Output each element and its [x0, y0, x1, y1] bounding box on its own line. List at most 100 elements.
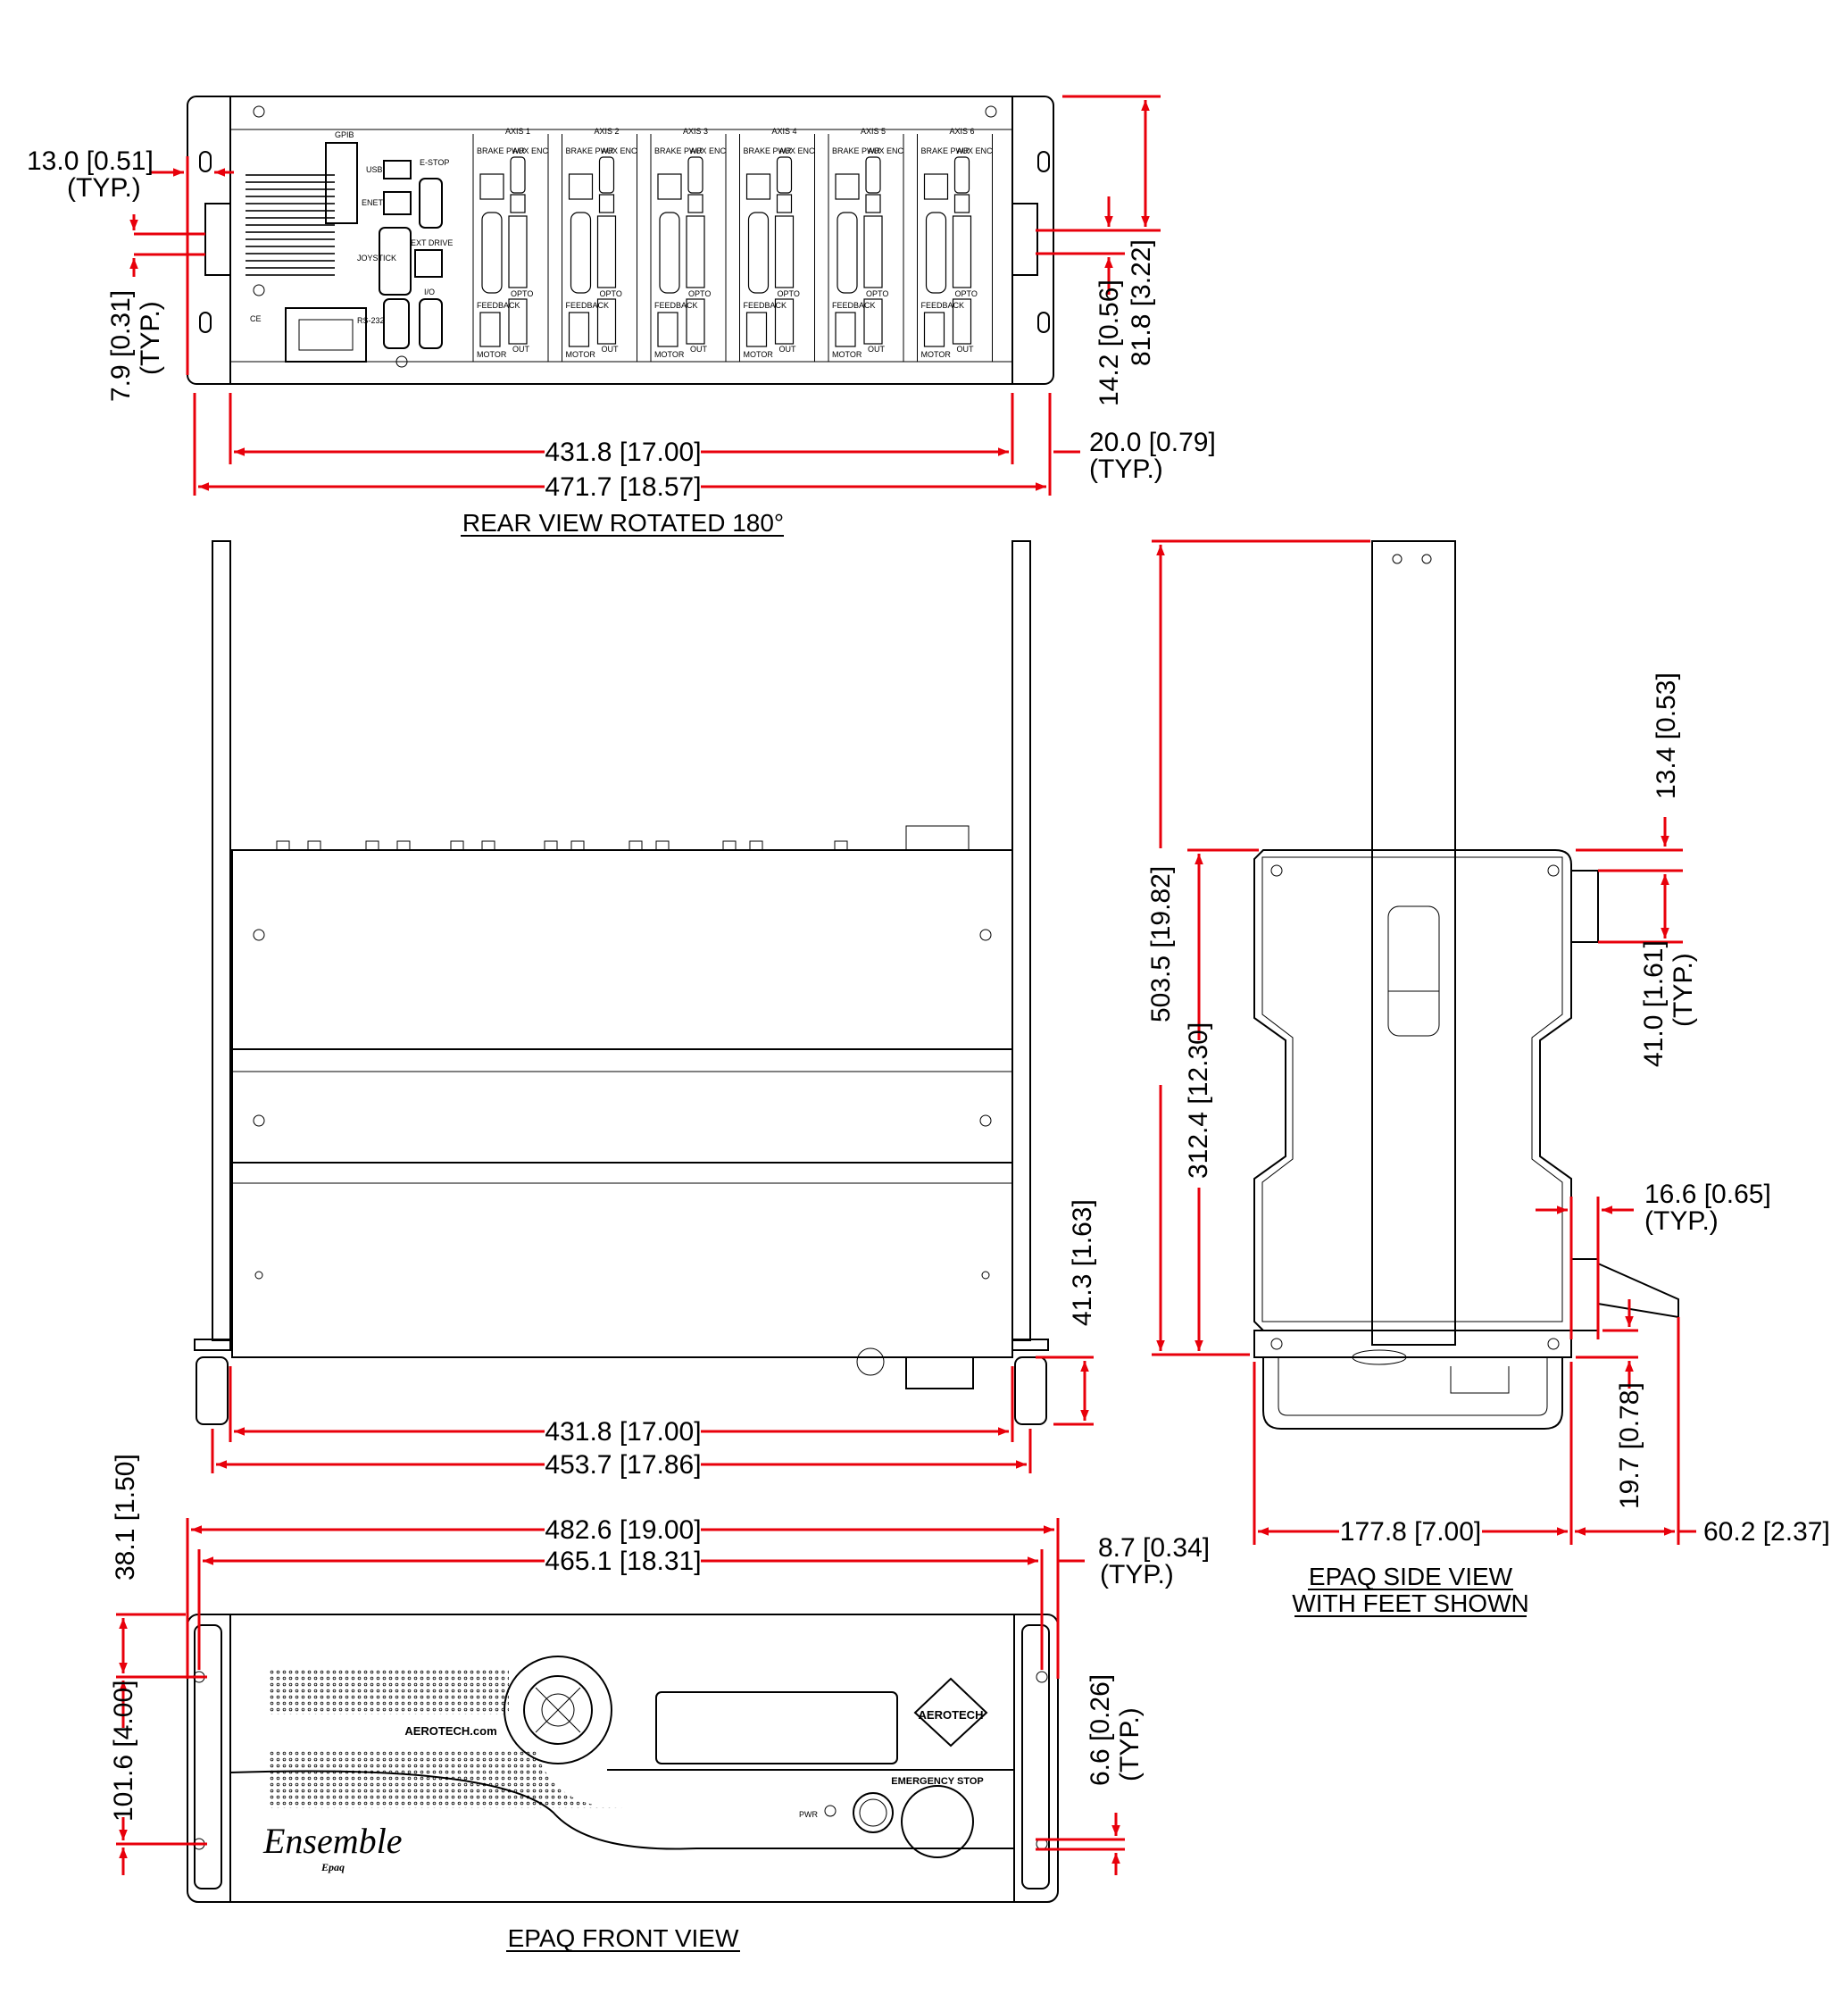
brake-connector: [568, 173, 594, 200]
opto-connector: [863, 215, 883, 288]
axis-label: AXIS 1: [505, 127, 530, 136]
aux-enc-connector: [687, 156, 703, 194]
side-dim-16-6: 16.6 [0.65]: [1644, 1180, 1771, 1209]
aux-enc-terminal: [510, 194, 526, 213]
opto-label: OPTO: [688, 289, 711, 298]
side-view-caption-2: WITH FEET SHOWN: [1292, 1589, 1528, 1617]
aux-enc-terminal: [776, 194, 793, 213]
jog-knob[interactable]: [504, 1656, 612, 1764]
usb-port: [383, 160, 412, 179]
feedback-connector: [835, 312, 856, 347]
top-left-foot: [196, 1356, 229, 1425]
rear-panel-outline: [229, 96, 1013, 385]
opto-connector: [508, 215, 528, 288]
front-view-caption: EPAQ FRONT VIEW: [508, 1924, 739, 1952]
side-dim-60-2: 60.2 [2.37]: [1703, 1517, 1830, 1547]
side-dim-177-8: 177.8 [7.00]: [1340, 1517, 1481, 1547]
front-grille-top: [268, 1670, 509, 1714]
axis-label: AXIS 4: [771, 127, 796, 136]
power-button[interactable]: [853, 1792, 894, 1833]
product-name: Ensemble: [262, 1821, 403, 1861]
motor-connector: [659, 212, 680, 294]
aux-enc-connector: [953, 156, 970, 194]
top-dim-41-3: 41.3 [1.63]: [1068, 1199, 1097, 1326]
brake-label: BRAKE PWR: [832, 146, 881, 155]
out-label: OUT: [779, 345, 797, 354]
rear-dim-20-0-typ: (TYP.): [1089, 455, 1163, 484]
aux-enc-label: AUX ENC: [957, 146, 994, 155]
top-view: [194, 540, 1049, 1425]
axis-label: AXIS 5: [861, 127, 886, 136]
motor-connector: [925, 212, 947, 294]
rear-dim-7-9-typ: (TYP.): [136, 301, 165, 375]
aux-enc-label: AUX ENC: [690, 146, 727, 155]
top-width-431-8: 431.8 [17.00]: [545, 1417, 701, 1447]
emergency-stop-button[interactable]: [901, 1785, 974, 1858]
rear-dim-20-0: 20.0 [0.79]: [1089, 428, 1216, 457]
out-connector: [686, 298, 705, 345]
brake-connector: [479, 173, 504, 200]
rear-left-handle: [204, 203, 231, 276]
side-view-caption-1: EPAQ SIDE VIEW: [1309, 1563, 1513, 1590]
brake-connector: [923, 173, 949, 200]
opto-label: OPTO: [955, 289, 978, 298]
out-connector: [596, 298, 617, 345]
top-connector-bumps: [276, 825, 970, 851]
brake-connector: [835, 173, 860, 200]
io-port: [419, 298, 443, 349]
power-inlet: [285, 307, 367, 363]
enet-label: ENET: [362, 198, 384, 207]
ext-drive-label: EXT DRIVE: [411, 238, 453, 247]
joystick-label: JOYSTICK: [357, 254, 396, 263]
rear-vents: [246, 174, 335, 281]
motor-connector: [747, 212, 770, 294]
motor-label: MOTOR: [477, 350, 507, 359]
side-dim-41-0: 41.0 [1.61]: [1639, 940, 1669, 1067]
feedback-connector: [923, 312, 945, 347]
axis-label: AXIS 3: [683, 127, 708, 136]
motor-label: MOTOR: [654, 350, 685, 359]
ext-drive-port: [414, 249, 443, 278]
gpib-connector: [325, 142, 358, 224]
top-left-rail: [212, 540, 231, 1341]
out-label: OUT: [868, 345, 886, 354]
opto-connector: [596, 215, 617, 288]
out-connector: [863, 298, 883, 345]
front-dim-6-6-typ: (TYP.): [1115, 1707, 1145, 1781]
front-left-handle: [194, 1624, 222, 1889]
feedback-label: FEEDBACK: [744, 301, 787, 310]
side-view: [1253, 540, 1679, 1430]
front-view: AEROTECH AEROTECH.com PWR EMERGENCY STOP…: [187, 1614, 1059, 1903]
side-feet: [1262, 1357, 1563, 1430]
feedback-label: FEEDBACK: [921, 301, 965, 310]
front-dim-101-6: 101.6 [4.00]: [109, 1681, 138, 1822]
aux-enc-connector: [865, 156, 881, 194]
opto-connector: [686, 215, 705, 288]
feedback-connector: [568, 312, 590, 347]
front-width-482-6: 482.6 [19.00]: [545, 1515, 701, 1545]
rs232-port: [383, 298, 410, 349]
axis-label: AXIS 2: [594, 127, 619, 136]
feedback-label: FEEDBACK: [566, 301, 610, 310]
out-label: OUT: [957, 345, 975, 354]
side-dim-16-6-typ: (TYP.): [1644, 1206, 1719, 1236]
brake-label: BRAKE PWR: [477, 146, 526, 155]
motor-connector: [481, 212, 503, 294]
out-label: OUT: [512, 345, 530, 354]
estop-label: E-STOP: [420, 158, 449, 167]
side-dimensions: 503.5 [19.82] 312.4 [12.30] 13.4 [0.53] …: [1146, 539, 1830, 1547]
front-dimensions: 482.6 [19.00] 465.1 [18.31] 8.7 [0.34] (…: [109, 1454, 1210, 1875]
rear-width-471-7: 471.7 [18.57]: [545, 472, 701, 502]
brake-label: BRAKE PWR: [654, 146, 703, 155]
feedback-label: FEEDBACK: [832, 301, 876, 310]
aux-enc-connector: [510, 156, 526, 194]
rear-dimensions: 431.8 [17.00] 471.7 [18.57] 20.0 [0.79] …: [27, 95, 1216, 502]
brand-url: AEROTECH.com: [404, 1724, 496, 1738]
opto-label: OPTO: [866, 289, 888, 298]
opto-connector: [952, 215, 972, 288]
ce-mark: CE: [250, 314, 262, 323]
